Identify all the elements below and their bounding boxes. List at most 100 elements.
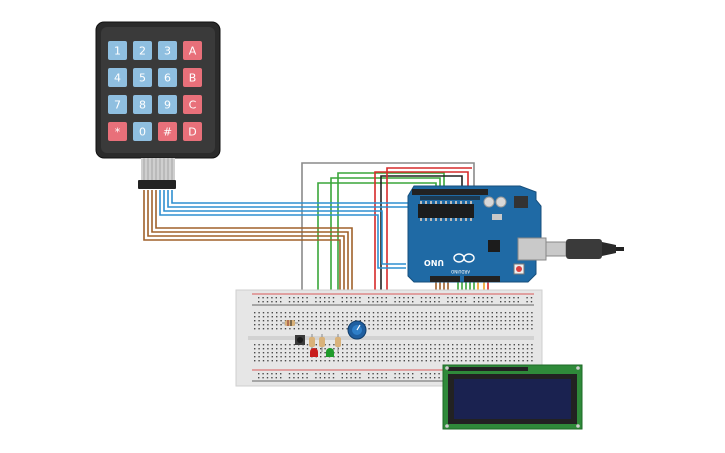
breadboard-hole: [474, 312, 476, 314]
keypad-key-face[interactable]: [133, 68, 152, 87]
breadboard-hole: [482, 356, 485, 358]
push-button[interactable]: [295, 335, 305, 345]
keypad-key[interactable]: A: [183, 41, 202, 60]
keypad-key[interactable]: D: [183, 122, 202, 141]
breadboard-hole: [508, 301, 511, 303]
breadboard-hole: [412, 320, 414, 322]
breadboard-hole: [346, 344, 348, 346]
keypad-key[interactable]: 3: [158, 41, 177, 60]
breadboard-hole: [328, 344, 331, 346]
keypad-key-label: 1: [114, 45, 121, 58]
breadboard-hole: [416, 356, 419, 358]
breadboard-hole: [522, 328, 524, 330]
breadboard-hole: [359, 301, 361, 303]
keypad-key[interactable]: B: [183, 68, 202, 87]
arduino-digital-header-2: [420, 196, 480, 200]
potentiometer[interactable]: [347, 320, 367, 340]
keypad-key[interactable]: 6: [158, 68, 177, 87]
breadboard-hole: [460, 356, 463, 358]
breadboard-hole: [381, 316, 383, 318]
breadboard-hole: [258, 348, 260, 350]
breadboard-hole: [377, 348, 379, 350]
breadboard-hole: [346, 320, 348, 322]
breadboard-hole: [315, 348, 317, 350]
breadboard-hole: [482, 348, 485, 350]
breadboard-hole: [302, 297, 304, 299]
breadboard-hole: [390, 344, 392, 346]
breadboard-hole: [407, 377, 409, 379]
keypad-key-face[interactable]: [133, 122, 152, 141]
breadboard-hole: [491, 360, 493, 362]
keypad-key-face[interactable]: [133, 41, 152, 60]
keypad-key-face[interactable]: [183, 122, 202, 141]
keypad-key-face[interactable]: [158, 68, 177, 87]
breadboard-hole: [271, 312, 273, 314]
breadboard-hole: [452, 320, 454, 322]
breadboard-hole: [399, 352, 401, 354]
breadboard-hole: [324, 373, 326, 375]
breadboard-hole: [416, 344, 419, 346]
breadboard-hole: [350, 352, 353, 354]
breadboard-hole: [289, 356, 291, 358]
breadboard-hole: [412, 348, 414, 350]
keypad-key[interactable]: 9: [158, 95, 177, 114]
breadboard-hole: [315, 324, 317, 326]
keypad-key-face[interactable]: [158, 95, 177, 114]
keypad-key[interactable]: 0: [133, 122, 152, 141]
keypad-key[interactable]: 8: [133, 95, 152, 114]
keypad-key-face[interactable]: [183, 41, 202, 60]
keypad-key-face[interactable]: [183, 95, 202, 114]
keypad-key-face[interactable]: [108, 95, 127, 114]
keypad-key-face[interactable]: [108, 122, 127, 141]
breadboard-hole: [513, 356, 515, 358]
breadboard-hole: [368, 328, 370, 330]
breadboard-hole: [513, 328, 515, 330]
breadboard-hole: [319, 373, 321, 375]
keypad-key-face[interactable]: [108, 41, 127, 60]
keypad-key[interactable]: 4: [108, 68, 127, 87]
keypad-key[interactable]: 5: [133, 68, 152, 87]
breadboard-hole: [276, 360, 278, 362]
breadboard-hole: [430, 320, 432, 322]
breadboard-hole: [276, 348, 278, 350]
breadboard-hole: [337, 356, 339, 358]
breadboard-hole: [293, 316, 295, 318]
keypad-key[interactable]: *: [108, 122, 127, 141]
breadboard-hole: [399, 344, 401, 346]
breadboard-hole: [460, 348, 463, 350]
breadboard-hole: [496, 312, 498, 314]
breadboard-hole: [412, 297, 414, 299]
breadboard-hole: [496, 328, 498, 330]
breadboard-hole: [491, 312, 493, 314]
breadboard-hole: [276, 316, 278, 318]
keypad-key-face[interactable]: [158, 122, 177, 141]
breadboard-hole: [482, 320, 485, 322]
arduino-reset-cap[interactable]: [516, 266, 522, 272]
keypad-key-face[interactable]: [183, 68, 202, 87]
resistor-3: [319, 334, 325, 352]
arduino-brand-label: ARDUINO: [451, 269, 470, 274]
wire-green-3: [337, 172, 445, 296]
keypad-key[interactable]: C: [183, 95, 202, 114]
breadboard-hole: [438, 320, 441, 322]
keypad-key-face[interactable]: [158, 41, 177, 60]
breadboard-hole: [482, 360, 485, 362]
keypad-key[interactable]: 1: [108, 41, 127, 60]
breadboard-hole: [337, 328, 339, 330]
keypad-key[interactable]: #: [158, 122, 177, 141]
breadboard-hole: [500, 316, 502, 318]
breadboard-hole: [443, 348, 445, 350]
keypad-key-face[interactable]: [133, 95, 152, 114]
breadboard-hole: [403, 324, 405, 326]
breadboard-hole: [297, 377, 299, 379]
keypad-key-face[interactable]: [108, 68, 127, 87]
breadboard-hole: [451, 301, 453, 303]
breadboard-hole: [421, 312, 423, 314]
breadboard-hole: [421, 352, 423, 354]
breadboard-hole: [311, 320, 313, 322]
arduino-digital-header: [412, 189, 488, 195]
keypad-key[interactable]: 7: [108, 95, 127, 114]
breadboard-hole: [504, 324, 507, 326]
breadboard-hole: [526, 301, 528, 303]
keypad-key[interactable]: 2: [133, 41, 152, 60]
